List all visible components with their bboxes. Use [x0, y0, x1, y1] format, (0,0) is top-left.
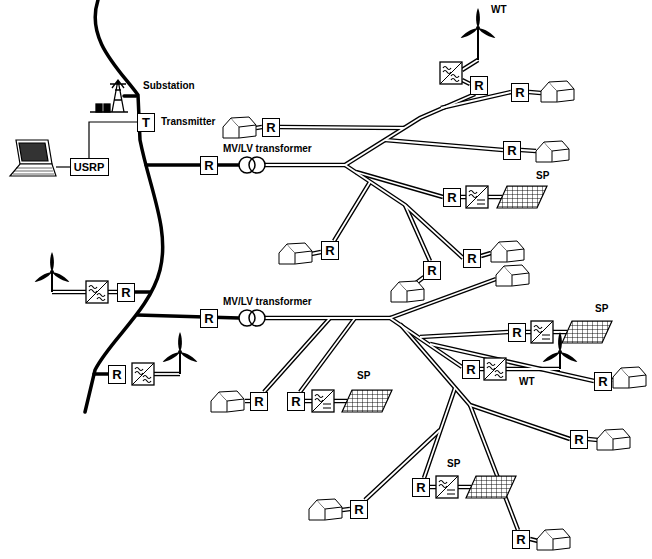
label-text: SP	[535, 170, 550, 181]
label-text: WT	[490, 4, 508, 15]
node-text: R	[266, 121, 275, 134]
node-text: R	[515, 86, 524, 99]
substation-symbol	[90, 80, 128, 112]
house-symbol	[211, 81, 646, 550]
receiver-box: R	[200, 156, 218, 175]
wind-turbine-symbol	[34, 8, 579, 374]
receiver-box: R	[117, 283, 135, 302]
node-text: R	[204, 159, 213, 172]
node-text: R	[574, 433, 583, 446]
node-text: R	[474, 79, 483, 92]
solar-panel-symbol	[342, 186, 612, 498]
signal-connector	[89, 122, 137, 158]
receiver-box: R	[250, 392, 268, 411]
node-text: R	[507, 144, 516, 157]
receiver-box: R	[570, 430, 588, 449]
laptop-symbol	[10, 140, 56, 176]
node-text: R	[427, 264, 436, 277]
label-text: SP	[446, 458, 461, 469]
node-text: T	[142, 116, 150, 129]
label-text: Substation	[142, 80, 196, 91]
receiver-box: R	[503, 141, 521, 160]
label-text: SP	[356, 370, 371, 381]
node-text: R	[416, 481, 425, 494]
node-text: R	[291, 395, 300, 408]
inverter-symbol	[86, 62, 553, 498]
receiver-box: R	[462, 360, 480, 379]
node-text: R	[467, 252, 476, 265]
receiver-box: R	[423, 261, 441, 280]
lv-cable	[52, 60, 614, 541]
node-text: R	[354, 503, 363, 516]
node-text: R	[325, 244, 334, 257]
receiver-box: R	[200, 309, 218, 328]
receiver-box: R	[108, 365, 126, 384]
label-text: WT	[518, 376, 536, 387]
usrp-box: USRP	[70, 158, 109, 176]
node-text: R	[254, 395, 263, 408]
receiver-box: R	[287, 392, 305, 411]
node-text: R	[204, 312, 213, 325]
node-text: R	[447, 191, 456, 204]
receiver-box: R	[512, 530, 530, 549]
node-text: R	[121, 286, 130, 299]
node-text: R	[598, 375, 607, 388]
receiver-box: R	[321, 241, 339, 260]
receiver-box: R	[511, 83, 529, 102]
receiver-box: R	[463, 249, 481, 268]
receiver-box: R	[443, 188, 461, 207]
lv-cable-core	[52, 60, 614, 541]
node-text: R	[112, 368, 121, 381]
transmitter-box: T	[137, 113, 155, 132]
receiver-box: R	[262, 118, 280, 137]
node-text: USRP	[74, 162, 105, 173]
usb-cable	[56, 166, 70, 167]
node-text: R	[512, 326, 521, 339]
receiver-box: R	[508, 323, 526, 342]
mv-line	[85, 0, 239, 412]
label-text: MV/LV transformer	[222, 143, 313, 154]
receiver-box: R	[594, 372, 612, 391]
label-text: Transmitter	[160, 116, 216, 127]
label-text: MV/LV transformer	[222, 296, 313, 307]
node-text: R	[466, 363, 475, 376]
label-text: SP	[594, 303, 609, 314]
receiver-box: R	[350, 500, 368, 519]
receiver-box: R	[412, 478, 430, 497]
receiver-box: R	[470, 76, 488, 95]
node-text: R	[516, 533, 525, 546]
